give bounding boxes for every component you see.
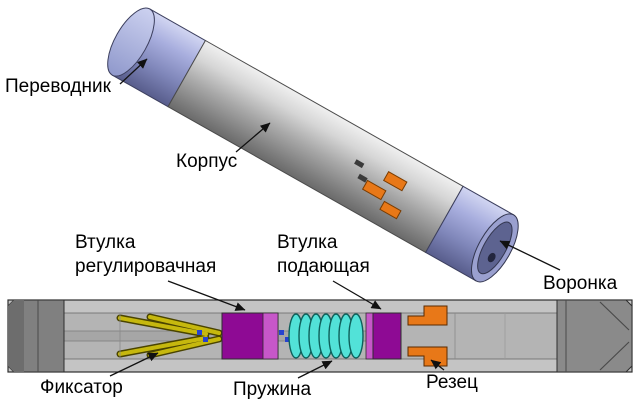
- label-body: Корпус: [176, 151, 237, 172]
- iso-view: [107, 7, 519, 283]
- funnel-taper-lines: [599, 301, 630, 371]
- label-feeding-sleeve-line2: подающая: [277, 256, 370, 277]
- label-spring: Пружина: [233, 379, 312, 400]
- cutter-orange: [379, 200, 402, 220]
- crossover-end-face: [107, 7, 155, 77]
- cutter-orange: [361, 179, 387, 201]
- label-funnel: Воронка: [543, 273, 618, 294]
- blue-dot: [285, 337, 290, 342]
- feeding-sleeve: [372, 312, 402, 360]
- callout-labels: Переводник Корпус Воронка Втулка регулир…: [5, 76, 618, 400]
- leader-funnel: [499, 240, 561, 271]
- body-slot: [357, 173, 368, 183]
- funnel-hole: [487, 252, 496, 263]
- blue-dot: [279, 330, 284, 335]
- feeding-sleeve-band: [365, 312, 374, 360]
- blue-dot: [197, 330, 202, 335]
- leader-cutter: [430, 359, 445, 371]
- leader-retainer: [109, 352, 159, 377]
- spring-coil: [348, 313, 364, 359]
- leader-crossover: [119, 58, 148, 85]
- adjusting-sleeve-band: [262, 312, 279, 360]
- blue-dot: [203, 337, 208, 342]
- body-3d: [167, 39, 464, 254]
- leader-body: [235, 122, 271, 153]
- label-adjusting-sleeve-line1: Втулка: [75, 232, 136, 253]
- left-end-stripe: [8, 300, 24, 372]
- label-crossover: Переводник: [5, 76, 112, 97]
- leader-spring: [297, 360, 333, 379]
- label-feeding-sleeve-line1: Втулка: [277, 232, 338, 253]
- label-cutter: Резец: [426, 372, 478, 393]
- right-end-block: [556, 299, 633, 373]
- leader-lines: [109, 58, 561, 379]
- leader-feeding-sleeve: [332, 280, 382, 310]
- spring-coils: [288, 313, 364, 359]
- section-view: [7, 299, 633, 373]
- funnel-bore: [477, 221, 513, 275]
- cutter-top: [407, 305, 448, 326]
- label-adjusting-sleeve-line2: регулировачная: [75, 256, 216, 277]
- index-dots: [197, 330, 290, 342]
- cutter-windows: [361, 171, 408, 220]
- cutter-orange: [382, 171, 408, 192]
- label-retainer: Фиксатор: [40, 377, 123, 398]
- leader-adjusting-sleeve: [167, 280, 246, 311]
- body-slot: [354, 159, 365, 169]
